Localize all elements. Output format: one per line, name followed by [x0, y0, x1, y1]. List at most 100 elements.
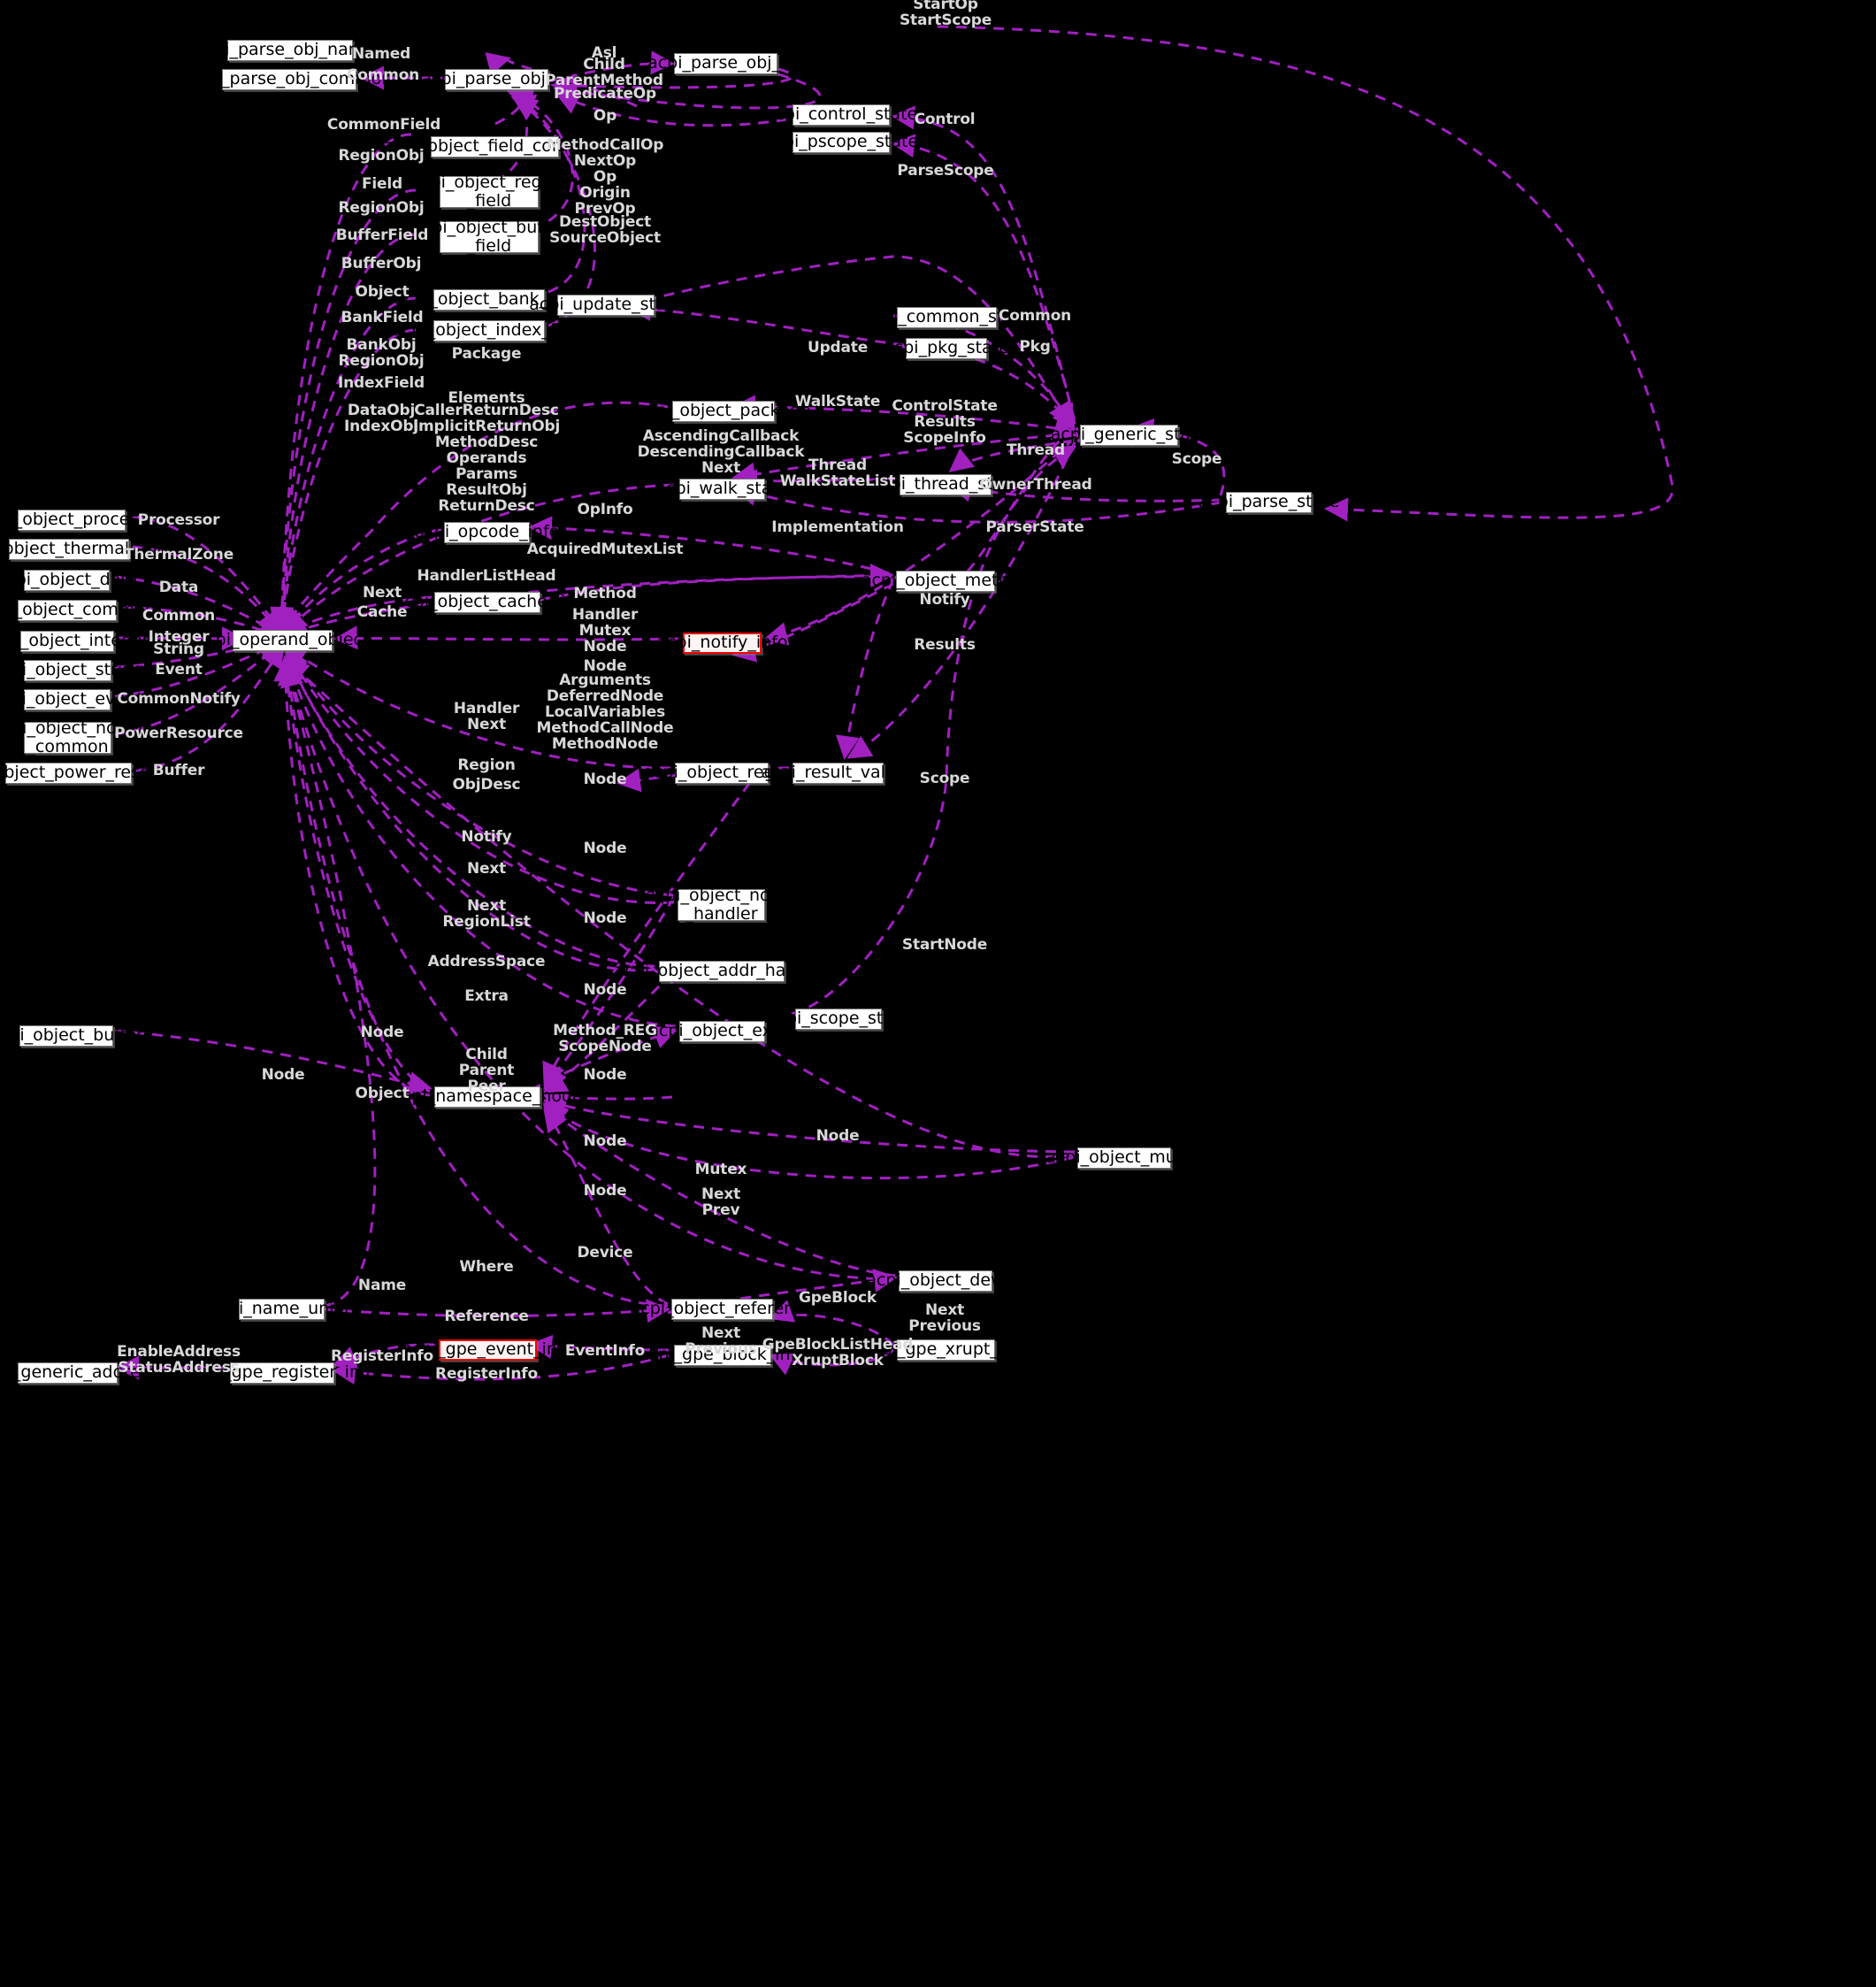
edge-label: BufferField [335, 226, 429, 244]
edge-label: Next Previous [908, 1300, 981, 1335]
node-gpe_xrupt_info[interactable]: acpi_gpe_xrupt_info [861, 1339, 1030, 1361]
edge-label: Node [583, 980, 627, 999]
node-pkg_state[interactable]: acpi_pkg_state [884, 338, 1009, 359]
edge-label: Results [914, 635, 976, 654]
edge-label: DataObj IndexObj [344, 401, 418, 435]
edge-label: CommonField [326, 115, 441, 134]
edge-label: Next [466, 859, 507, 878]
node-object_package[interactable]: acpi_object_package [636, 401, 811, 422]
edge-label: StartNode [901, 935, 988, 954]
node-scope_state[interactable]: acpi_scope_state [766, 1009, 911, 1030]
edge-label: Pkg [1019, 337, 1051, 356]
edge-label: Mutex [694, 1160, 747, 1178]
edge-label: Field [362, 174, 402, 193]
edge-label: Common [142, 606, 216, 625]
node-opcode_info[interactable]: acpi_opcode_info [414, 522, 560, 543]
edge-label: Node [583, 909, 627, 927]
node-gpe_register_info[interactable]: acpi_gpe_register_info [188, 1362, 377, 1384]
edge-label: Update [807, 338, 869, 357]
node-control_state[interactable]: acpi_control_state [764, 104, 918, 126]
edge-label: Implementation [771, 518, 904, 536]
edge-label: HandlerListHead [417, 566, 556, 585]
edge-label: Where [459, 1257, 514, 1276]
edge-label: Device [577, 1243, 633, 1262]
edge-label: AddressSpace [427, 952, 546, 970]
edge-label: ControlState Results ScopeInfo [892, 396, 998, 448]
edge-label: Arguments DeferredNode LocalVariables Me… [536, 671, 674, 754]
node-common_state[interactable]: acpi_common_state [862, 307, 1031, 328]
node-object_region[interactable]: acpi_object_region [643, 763, 800, 784]
node-object_extra[interactable]: acpi_object_extra [648, 1021, 796, 1042]
edge-label: Reference [444, 1307, 529, 1325]
edge-label: StartOp StartScope [899, 0, 992, 29]
node-generic_state[interactable]: acpi_generic_state [1050, 425, 1208, 446]
node-parse_obj_named[interactable]: acpi_parse_obj_named [195, 40, 386, 61]
node-object_reference[interactable]: acpi_object_reference [630, 1299, 815, 1320]
edge-label: Control [914, 110, 976, 128]
node-object_cache_list[interactable]: acpi_object_cache_list [394, 592, 581, 613]
node-result_values[interactable]: acpi_result_values [761, 763, 915, 784]
node-walk_state[interactable]: acpi_walk_state [655, 479, 789, 500]
node-namespace_node[interactable]: acpi_namespace_node [392, 1086, 583, 1108]
edge-label: Notify [919, 590, 970, 609]
node-object_processor[interactable]: acpi_object_processor [0, 510, 165, 531]
edge-label: ObjDesc [452, 775, 521, 794]
edge-label: ParseScope [897, 161, 994, 180]
node-gpe_block_info[interactable]: acpi_gpe_block_info [639, 1345, 807, 1366]
edge-label: Method_REG ScopeNode [553, 1021, 657, 1055]
node-object_notify_common[interactable]: acpi_object_notify _common [0, 717, 143, 756]
edge-label: Node [583, 839, 627, 857]
edge-label: Scope [919, 769, 970, 787]
node-object_integer[interactable]: acpi_object_integer [0, 631, 149, 652]
node-object_buffer_field[interactable]: acpi_object_buffer _field [412, 217, 566, 256]
node-object_power_resource[interactable]: acpi_object_power_resource [0, 763, 188, 784]
edge-label: WalkState [794, 392, 881, 410]
edge-label: OwnerThread [979, 475, 1092, 494]
node-parse_state[interactable]: acpi_parse_state [1198, 492, 1340, 513]
node-object_data[interactable]: acpi_object_data [0, 570, 138, 591]
node-object_thermal_zone[interactable]: acpi_object_thermal_zone [0, 539, 178, 560]
node-object_common[interactable]: acpi_object_common [0, 600, 156, 621]
node-object_buffer[interactable]: acpi_object_buffer [0, 1025, 143, 1047]
node-object_index_field[interactable]: acpi_object_index_field [392, 320, 586, 341]
node-operand_object[interactable]: acpi_operand_object [195, 630, 370, 651]
edge-label: BankObj RegionObj [338, 335, 425, 370]
edge-label: Node [583, 1065, 627, 1084]
edge-label: Node [583, 1132, 627, 1150]
edge-label: IndexField [337, 373, 425, 392]
edge-label: Thread [1006, 441, 1066, 459]
node-object_field_common[interactable]: acpi_object_field_common [384, 136, 606, 157]
node-name_union[interactable]: acpi_name_union [208, 1299, 356, 1320]
edge-label: Common [998, 306, 1072, 325]
node-object_mutex[interactable]: acpi_object_mutex [1045, 1147, 1203, 1169]
node-parse_obj_common[interactable]: acpi_parse_obj_common [186, 69, 393, 90]
node-parse_object[interactable]: acpi_parse_object [421, 69, 572, 90]
node-object_bank_field[interactable]: acpi_object_bank_field [394, 289, 585, 311]
node-object_event[interactable]: acpi_object_event [0, 689, 143, 710]
node-gpe_event_info[interactable]: acpi_gpe_event_info [402, 1339, 574, 1361]
edge-label: Node [583, 1181, 627, 1200]
node-notify_info[interactable]: acpi_notify_info [656, 633, 788, 654]
edge-label: Name [357, 1276, 407, 1294]
node-pscope_state[interactable]: acpi_pscope_state [763, 132, 919, 153]
node-generic_address[interactable]: acpi_generic_address [0, 1362, 158, 1384]
edge-label: Child Parent Peer [458, 1045, 515, 1096]
node-update_state[interactable]: acpi_update_state [529, 295, 683, 316]
edge-label: Op [593, 106, 617, 125]
edge-label: Region [457, 756, 516, 774]
edge-label: Notify [461, 827, 512, 846]
node-object_device[interactable]: acpi_object_device [866, 1270, 1025, 1292]
node-object_notify_handler[interactable]: acpi_object_notify _handler [646, 885, 797, 924]
edge-label: DestObject SourceObject [549, 212, 661, 247]
edge-label: Node [360, 1023, 404, 1041]
node-object_string[interactable]: acpi_object_string [0, 660, 144, 681]
node-object_region_field[interactable]: acpi_object_region _field [410, 172, 568, 211]
node-object_addr_handler[interactable]: acpi_object_addr_handler [614, 961, 830, 982]
node-thread_state[interactable]: acpi_thread_state [870, 474, 1021, 495]
node-object_method[interactable]: acpi_object_method [861, 571, 1030, 592]
edge-label: Asl [591, 43, 617, 62]
edge-label: BufferObj [341, 254, 422, 272]
edge-label: Object [355, 282, 410, 301]
node-parse_obj_asl[interactable]: acpi_parse_obj_asl [647, 53, 804, 74]
edge-label: Cache [356, 602, 408, 621]
